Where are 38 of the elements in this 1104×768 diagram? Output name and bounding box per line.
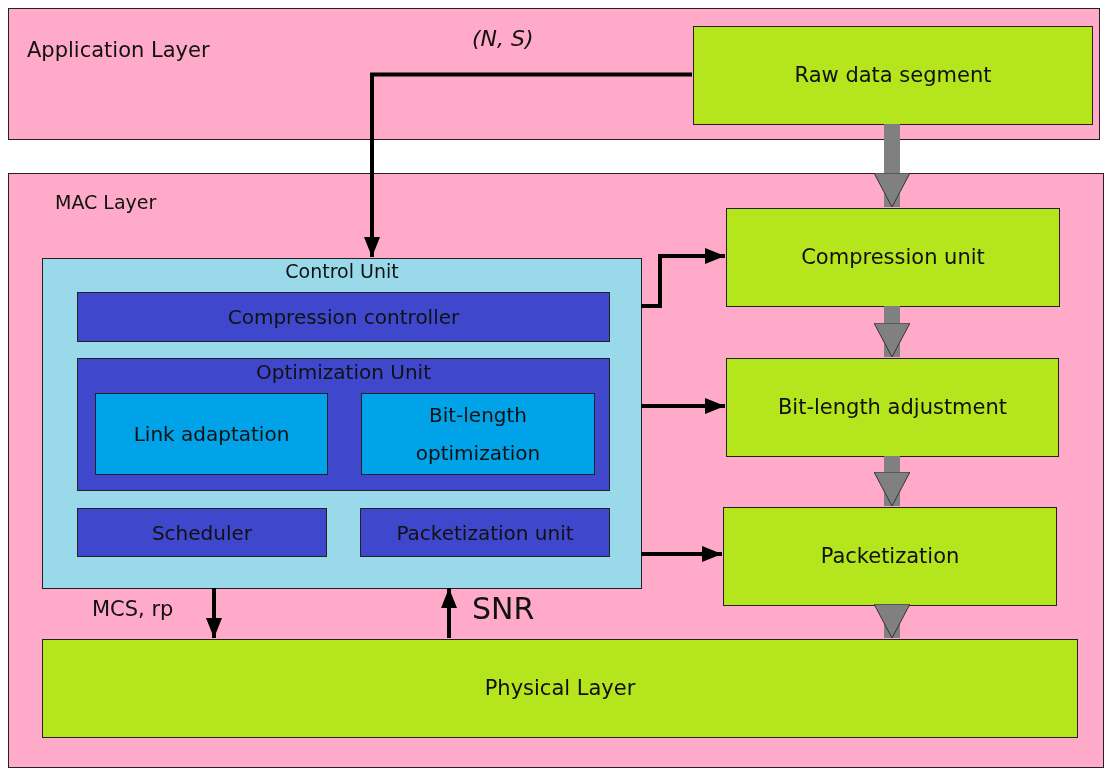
box-label: Physical Layer xyxy=(483,674,637,702)
arrow xyxy=(364,72,692,257)
layer-band xyxy=(8,173,1104,768)
process-box xyxy=(723,507,1057,606)
heading-label: Optimization Unit xyxy=(255,359,432,385)
layer-band xyxy=(8,8,1100,140)
process-box xyxy=(361,393,595,475)
process-box xyxy=(77,508,327,557)
box-label: Compression unit xyxy=(800,243,986,271)
arrow xyxy=(441,588,457,638)
box-label: Packetization unit xyxy=(395,519,575,547)
arrow xyxy=(873,306,911,358)
process-box xyxy=(726,358,1059,457)
arrow xyxy=(873,124,911,208)
arrow xyxy=(206,588,222,638)
unit-panel xyxy=(42,258,642,589)
process-box xyxy=(95,393,328,475)
process-box xyxy=(360,508,610,557)
box-label: Scheduler xyxy=(150,519,254,547)
arrow xyxy=(873,456,911,507)
heading-label: MAC Layer xyxy=(55,190,157,213)
process-box xyxy=(77,292,610,342)
process-box xyxy=(726,208,1060,307)
box-label: Bit-length optimization xyxy=(414,402,542,467)
arrow xyxy=(641,248,725,308)
process-box xyxy=(42,639,1078,738)
box-label: Bit-length adjustment xyxy=(776,393,1009,421)
heading-label: Control Unit xyxy=(284,259,400,284)
process-box xyxy=(693,26,1093,125)
box-label: Packetization xyxy=(819,542,961,570)
arrow xyxy=(873,603,911,639)
arrow xyxy=(641,398,725,414)
box-label: Compression controller xyxy=(226,304,461,331)
heading-label: Application Layer xyxy=(27,38,210,63)
arrow xyxy=(641,546,722,562)
unit-panel xyxy=(77,358,610,491)
box-label: Raw data segment xyxy=(793,61,993,89)
box-label: Link adaptation xyxy=(132,421,291,448)
